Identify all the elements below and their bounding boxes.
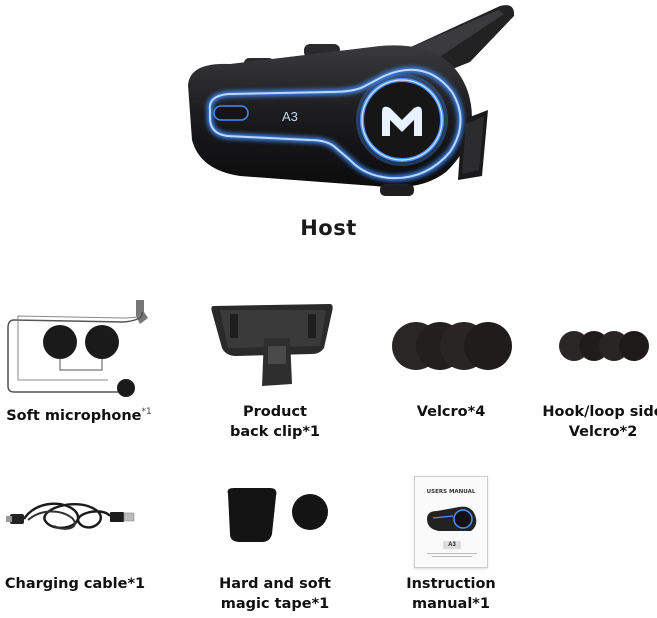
- soft-microphone-label: Soft microphone*1: [4, 402, 154, 426]
- magic-tape-label: Hard and soft magic tape*1: [200, 574, 350, 614]
- hook-loop-velcro-label: Hook/loop side Velcro*2: [528, 402, 657, 442]
- soft-microphone-text: Soft microphone: [6, 407, 142, 424]
- soft-microphone-qty: *1: [141, 407, 152, 417]
- velcro-image: [392, 322, 512, 370]
- product-back-clip-line2: back clip*1: [229, 424, 321, 440]
- magic-tape-line2: magic tape*1: [220, 596, 330, 612]
- charging-cable-image: [6, 502, 135, 530]
- hook-loop-velcro-line2: Velcro*2: [568, 424, 638, 440]
- hook-loop-velcro-line1: Hook/loop side: [542, 404, 657, 420]
- host-device-image: A3: [188, 5, 515, 196]
- manual-model-badge: A3: [443, 541, 461, 549]
- soft-microphone-image: [7, 300, 148, 397]
- instruction-manual-image: USERS MANUAL A3: [414, 476, 488, 568]
- magic-tape-line1: Hard and soft: [219, 576, 331, 592]
- instruction-manual-line1: Instruction: [406, 576, 496, 592]
- manual-cover-title: USERS MANUAL: [426, 489, 476, 495]
- magic-tape-image: [227, 488, 328, 542]
- m-logo-icon: [382, 106, 422, 136]
- manual-text-lines: [427, 553, 477, 557]
- product-back-clip-line1: Product: [243, 404, 307, 420]
- host-title: Host: [300, 216, 357, 240]
- velcro-label: Velcro*4: [376, 402, 526, 422]
- manual-device-icon: [427, 506, 477, 531]
- charging-cable-line1: Charging cable*1: [4, 576, 146, 592]
- hook-loop-velcro-image: [559, 331, 649, 361]
- product-back-clip-label: Product back clip*1: [200, 402, 350, 442]
- instruction-manual-line2: manual*1: [412, 596, 490, 612]
- product-back-clip-image: [211, 304, 333, 386]
- model-label: A3: [282, 109, 298, 124]
- instruction-manual-label: Instruction manual*1: [376, 574, 526, 614]
- charging-cable-label: Charging cable*1: [0, 574, 150, 594]
- velcro-line1: Velcro*4: [416, 404, 486, 420]
